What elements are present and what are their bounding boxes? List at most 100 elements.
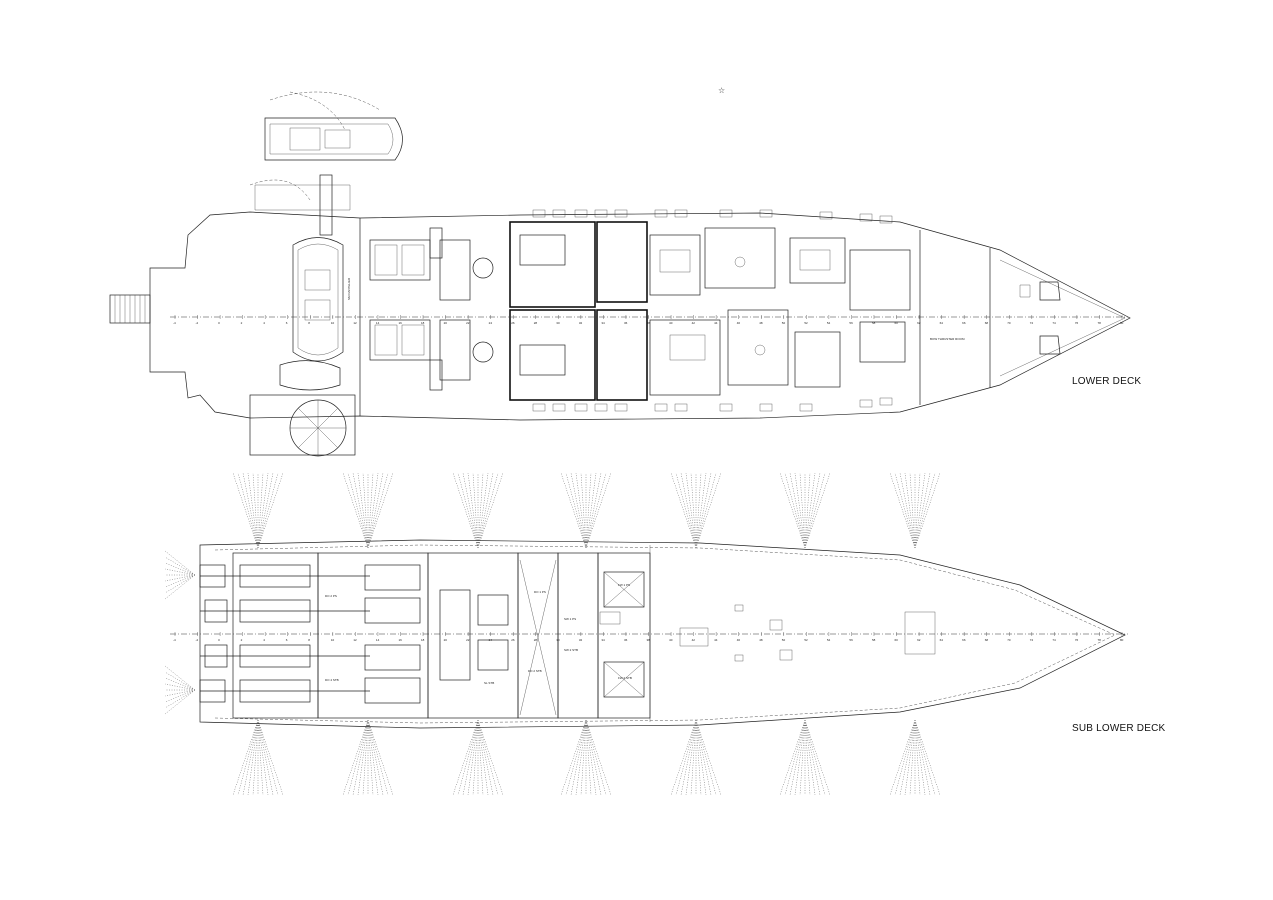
- garage-tender: [279, 237, 344, 391]
- stern-light-cone: [164, 665, 196, 715]
- lower-frame-label: 64: [940, 321, 944, 325]
- sub-frame-label: 14: [376, 638, 380, 642]
- lower-frame-label: -2: [196, 321, 199, 325]
- sub-frame-label: -4: [173, 638, 176, 642]
- sub-frame-label: 54: [827, 638, 831, 642]
- lower-deck-plan: ☆: [109, 86, 1131, 457]
- lower-frame-label: 40: [669, 321, 673, 325]
- sub-frame-label: 24: [489, 638, 493, 642]
- sub-frame-label: 20: [444, 638, 448, 642]
- sub-deck-compartments: [232, 552, 651, 719]
- tank-label: SW 1 PS: [564, 617, 576, 621]
- lower-frame-label: 62: [917, 321, 921, 325]
- lower-frame-label: 70: [1007, 321, 1011, 325]
- light-cone: [889, 719, 941, 796]
- lower-frame-label: 66: [962, 321, 966, 325]
- tank-label: FW 2 STB: [618, 676, 632, 680]
- hull-windows-bottom: [532, 397, 893, 412]
- lower-frame-label: 78: [1097, 321, 1101, 325]
- sub-frame-label: 68: [985, 638, 989, 642]
- sub-frame-label: 36: [624, 638, 628, 642]
- lower-frame-label: 44: [714, 321, 718, 325]
- lower-frame-label: 8: [308, 321, 310, 325]
- underwater-light-cones: [164, 472, 941, 796]
- sub-frame-label: 10: [331, 638, 335, 642]
- lower-frame-label: 10: [331, 321, 335, 325]
- lower-frame-label: -4: [173, 321, 176, 325]
- lower-frame-label: 18: [421, 321, 425, 325]
- sub-frame-label: 30: [556, 638, 560, 642]
- lower-frame-label: 60: [895, 321, 899, 325]
- sub-frame-label: 56: [849, 638, 853, 642]
- tender-boat: [249, 91, 403, 236]
- sub-frame-label: 60: [895, 638, 899, 642]
- sub-frame-label: 28: [534, 638, 538, 642]
- lower-deck-title: LOWER DECK: [1072, 376, 1142, 387]
- lower-deck-hull: [149, 211, 1131, 421]
- lower-frame-label: 74: [1052, 321, 1056, 325]
- sub-frame-label: 16: [398, 638, 402, 642]
- lower-frame-label: 22: [466, 321, 470, 325]
- sub-frame-label: -2: [196, 638, 199, 642]
- star-mark-icon: ☆: [718, 86, 725, 95]
- sub-frame-label: 72: [1030, 638, 1034, 642]
- lower-frame-label: 12: [353, 321, 357, 325]
- light-cone: [452, 719, 504, 796]
- sub-frame-label: 38: [647, 638, 651, 642]
- lower-frame-label: 38: [647, 321, 651, 325]
- sub-frame-label: 32: [579, 638, 583, 642]
- sub-frame-label: 58: [872, 638, 876, 642]
- sub-frame-label: 34: [601, 638, 605, 642]
- sub-deck-engines: [200, 559, 557, 716]
- lower-frame-label: 20: [444, 321, 448, 325]
- sub-frame-label: 40: [669, 638, 673, 642]
- sub-frame-label: 80: [1120, 638, 1124, 642]
- lower-frame-label: 16: [398, 321, 402, 325]
- lower-frame-label: 36: [624, 321, 628, 325]
- light-cone: [560, 472, 612, 549]
- sub-frame-label: 76: [1075, 638, 1079, 642]
- tank-label: FW 1 PS: [618, 583, 630, 587]
- tank-label: DO 4 STB: [325, 678, 339, 682]
- sub-frame-label: 48: [759, 638, 763, 642]
- sub-deck-hull: [199, 539, 1126, 729]
- lower-frame-label: 80: [1120, 321, 1124, 325]
- sub-frame-label: 6: [286, 638, 288, 642]
- lower-frame-label: 2: [241, 321, 243, 325]
- engine-room-lower: [369, 227, 494, 391]
- sub-frame-label: 22: [466, 638, 470, 642]
- lower-frame-label: 42: [692, 321, 696, 325]
- lower-frame-label: 56: [849, 321, 853, 325]
- tank-label: SW 2 STB: [564, 648, 578, 652]
- lower-frame-label: 72: [1030, 321, 1034, 325]
- mid-room-label: SM DANTELIER: [347, 277, 351, 300]
- lower-frame-label: 28: [534, 321, 538, 325]
- light-cone: [452, 472, 504, 549]
- lower-frame-label: 50: [782, 321, 786, 325]
- tank-label: SL STB: [484, 681, 494, 685]
- sub-frame-label: 8: [308, 638, 310, 642]
- tank-label: DO 2 STB: [528, 669, 542, 673]
- sub-frame-label: 50: [782, 638, 786, 642]
- tank-label: DO 2 PS: [325, 594, 337, 598]
- lower-frame-label: 34: [601, 321, 605, 325]
- lower-frame-label: 46: [737, 321, 741, 325]
- light-cone: [342, 719, 394, 796]
- sub-deck-fwd-equipment: [599, 604, 936, 662]
- light-cone: [670, 719, 722, 796]
- lower-frame-label: 52: [804, 321, 808, 325]
- crew-cabins: [509, 221, 911, 401]
- light-cone: [779, 472, 831, 549]
- lower-frame-label: 26: [511, 321, 515, 325]
- sub-frame-label: 52: [804, 638, 808, 642]
- sub-lower-deck-title: SUB LOWER DECK: [1072, 723, 1166, 734]
- sub-frame-label: 42: [692, 638, 696, 642]
- sub-frame-label: 12: [353, 638, 357, 642]
- light-cone: [232, 719, 284, 796]
- sub-frame-label: 44: [714, 638, 718, 642]
